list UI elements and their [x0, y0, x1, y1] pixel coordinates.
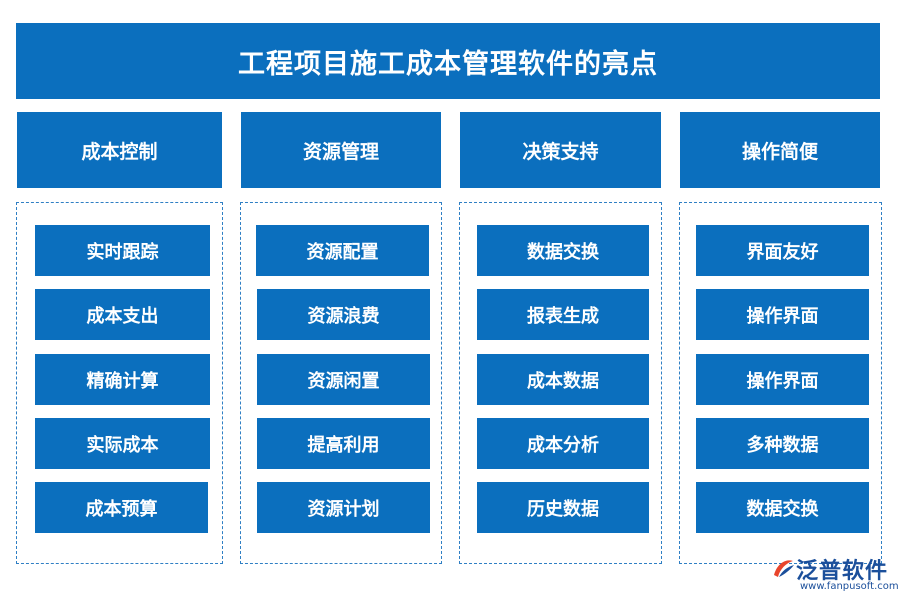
column-header-label: 成本控制: [81, 140, 158, 163]
feature-box: 精确计算: [35, 354, 210, 405]
column-panel-resource-management: 资源配置 资源浪费 资源闲置 提高利用 资源计划: [240, 202, 442, 564]
feature-label: 界面友好: [746, 241, 819, 263]
feature-box: 历史数据: [477, 482, 649, 533]
feature-label: 资源闲置: [307, 370, 380, 392]
feature-box: 界面友好: [696, 225, 869, 276]
feature-box: 资源计划: [257, 482, 430, 533]
feature-label: 成本分析: [527, 434, 599, 456]
title-banner: 工程项目施工成本管理软件的亮点: [16, 23, 880, 99]
feature-box: 资源浪费: [257, 289, 430, 340]
feature-label: 资源浪费: [307, 305, 380, 327]
feature-box: 多种数据: [696, 418, 869, 469]
feature-box: 成本分析: [477, 418, 649, 469]
column-header-resource-management: 资源管理: [241, 112, 441, 188]
column-header-label: 决策支持: [522, 140, 599, 163]
feature-box: 报表生成: [477, 289, 649, 340]
page-title: 工程项目施工成本管理软件的亮点: [238, 48, 658, 80]
feature-box: 数据交换: [477, 225, 649, 276]
column-header-decision-support: 决策支持: [460, 112, 661, 188]
column-panel-decision-support: 数据交换 报表生成 成本数据 成本分析 历史数据: [459, 202, 662, 564]
feature-box: 成本数据: [477, 354, 649, 405]
feature-box: 资源配置: [256, 225, 429, 276]
feature-label: 提高利用: [307, 434, 380, 456]
feature-label: 报表生成: [527, 305, 599, 327]
feature-box: 操作界面: [696, 354, 869, 405]
feature-label: 实时跟踪: [86, 241, 159, 263]
feature-box: 提高利用: [257, 418, 430, 469]
feature-box: 实际成本: [35, 418, 210, 469]
fanpu-logo: 泛普软件 www.fanpusoft.com: [770, 553, 899, 597]
feature-label: 成本支出: [86, 305, 159, 327]
column-header-easy-operation: 操作简便: [680, 112, 880, 188]
feature-label: 成本数据: [527, 370, 599, 392]
feature-label: 成本预算: [85, 498, 158, 520]
column-header-label: 操作简便: [741, 140, 818, 163]
feature-label: 多种数据: [746, 434, 819, 456]
feature-box: 成本预算: [35, 482, 208, 533]
feature-box: 资源闲置: [257, 354, 430, 405]
feature-label: 操作界面: [746, 370, 819, 392]
logo-url-text: www.fanpusoft.com: [800, 581, 899, 592]
feature-label: 历史数据: [527, 498, 599, 520]
feature-box: 成本支出: [35, 289, 210, 340]
column-panel-cost-control: 实时跟踪 成本支出 精确计算 实际成本 成本预算: [16, 202, 223, 564]
feature-label: 精确计算: [86, 370, 159, 392]
feature-box: 数据交换: [696, 482, 869, 533]
feature-label: 实际成本: [86, 434, 159, 456]
column-header-cost-control: 成本控制: [17, 112, 222, 188]
feature-box: 实时跟踪: [35, 225, 210, 276]
feature-label: 数据交换: [746, 498, 819, 520]
fanpu-logo-icon: [774, 560, 794, 577]
feature-label: 数据交换: [527, 241, 599, 263]
column-panel-easy-operation: 界面友好 操作界面 操作界面 多种数据 数据交换: [679, 202, 882, 564]
feature-label: 资源配置: [306, 241, 379, 263]
feature-label: 资源计划: [307, 498, 380, 520]
feature-box: 操作界面: [696, 289, 869, 340]
logo-brand-text: 泛普软件: [796, 559, 889, 584]
feature-label: 操作界面: [746, 305, 819, 327]
column-header-label: 资源管理: [302, 140, 379, 163]
